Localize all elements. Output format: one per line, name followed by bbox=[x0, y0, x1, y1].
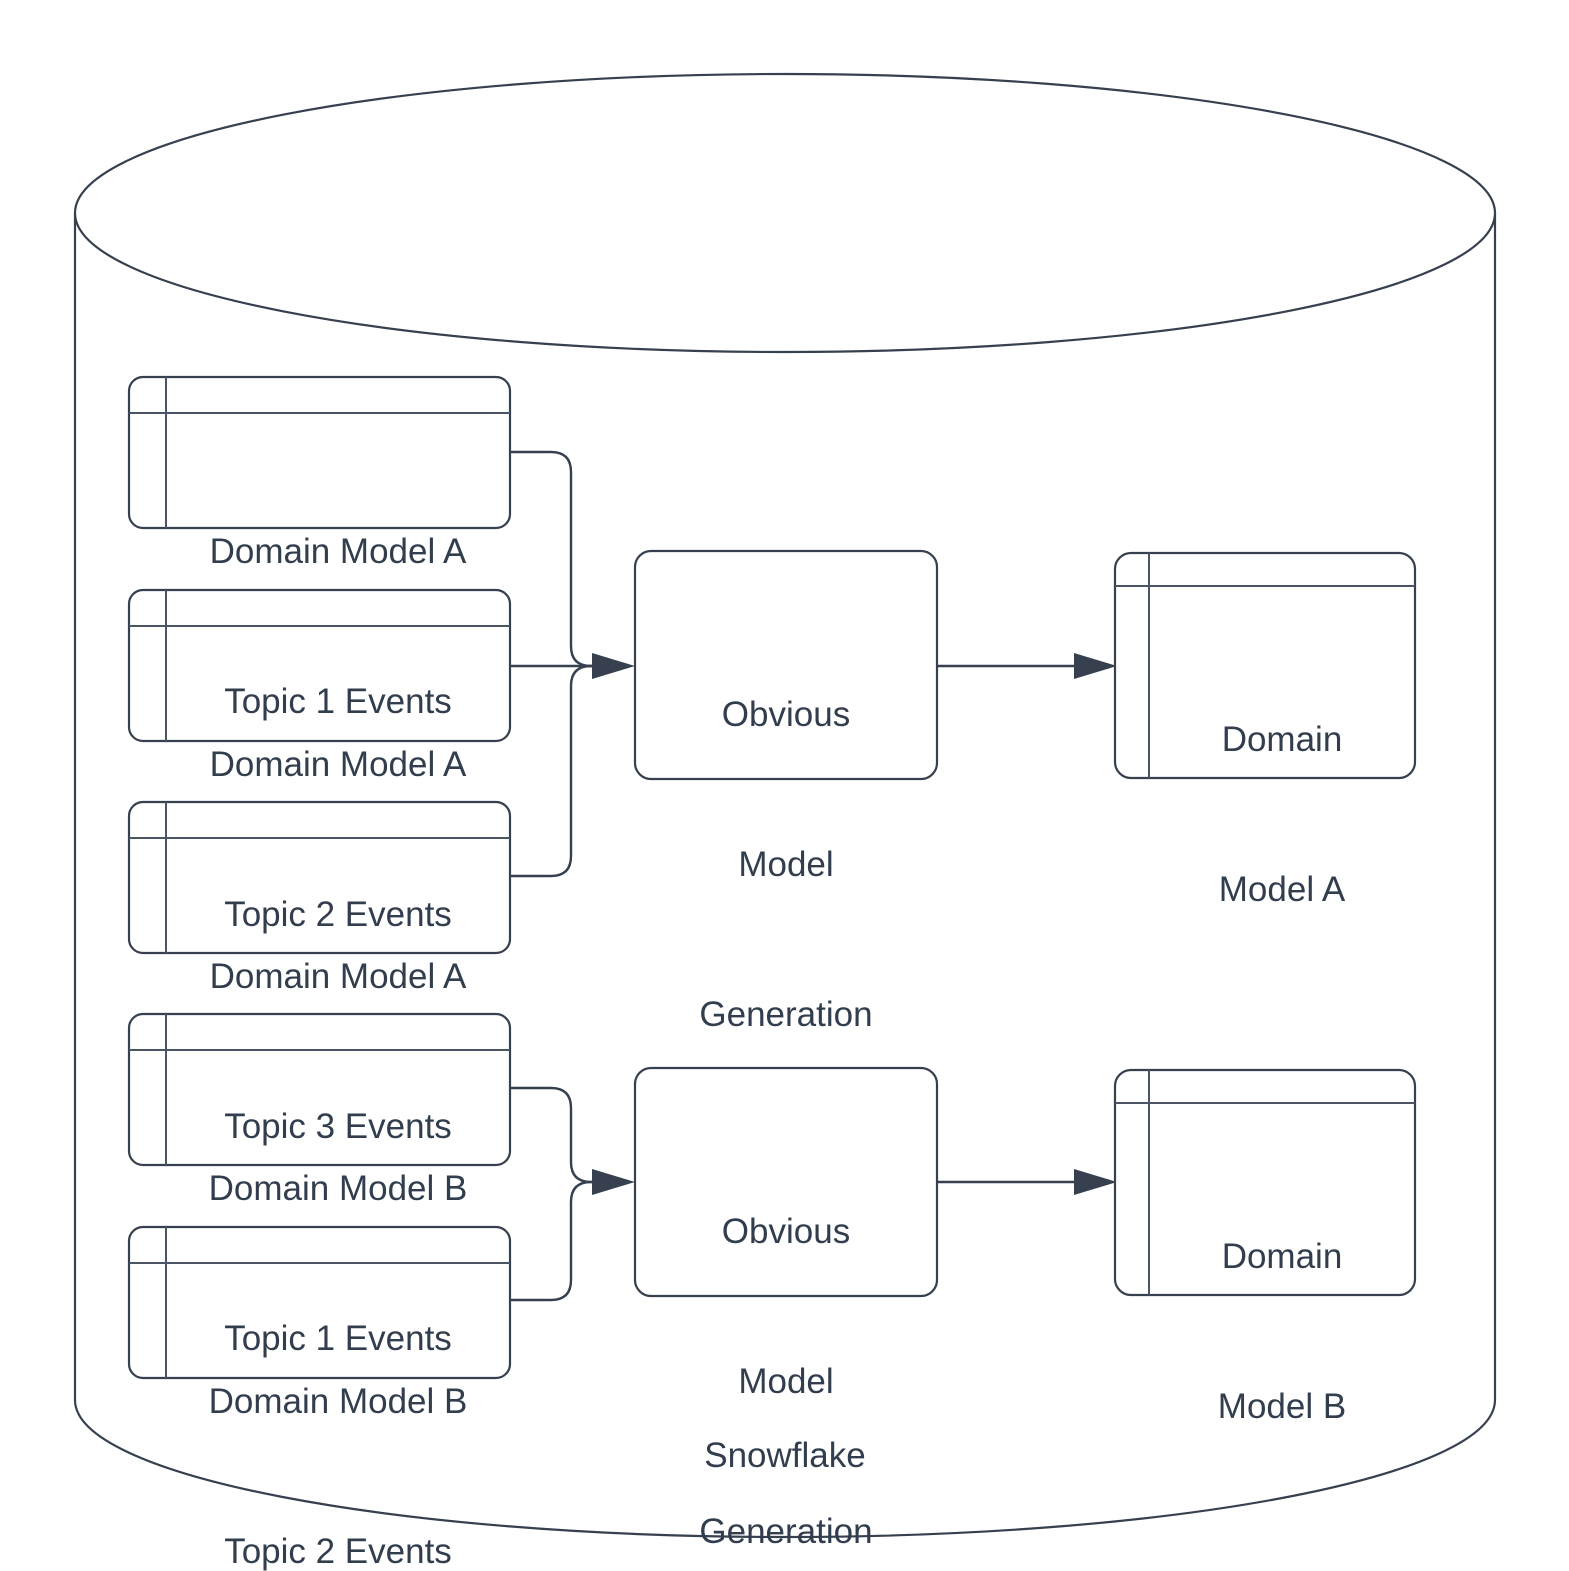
table-shape-model-a[interactable] bbox=[1113, 551, 1417, 780]
table-shape-a-topic-3[interactable] bbox=[127, 800, 512, 955]
process-box-a[interactable] bbox=[633, 549, 939, 781]
connector-proc-b-to-model-b bbox=[937, 1169, 1117, 1195]
table-shape-b-topic-2[interactable] bbox=[127, 1225, 512, 1380]
container-label-snowflake: Snowflake bbox=[704, 1436, 866, 1475]
table-shape-model-b[interactable] bbox=[1113, 1068, 1417, 1297]
table-shape-b-topic-1[interactable] bbox=[127, 1012, 512, 1167]
table-shape-a-topic-1[interactable] bbox=[127, 375, 512, 530]
process-box-b[interactable] bbox=[633, 1066, 939, 1298]
connector-group-b bbox=[510, 1086, 635, 1302]
connector-group-a bbox=[510, 450, 635, 878]
connector-proc-a-to-model-a bbox=[937, 653, 1117, 679]
table-shape-a-topic-2[interactable] bbox=[127, 588, 512, 743]
